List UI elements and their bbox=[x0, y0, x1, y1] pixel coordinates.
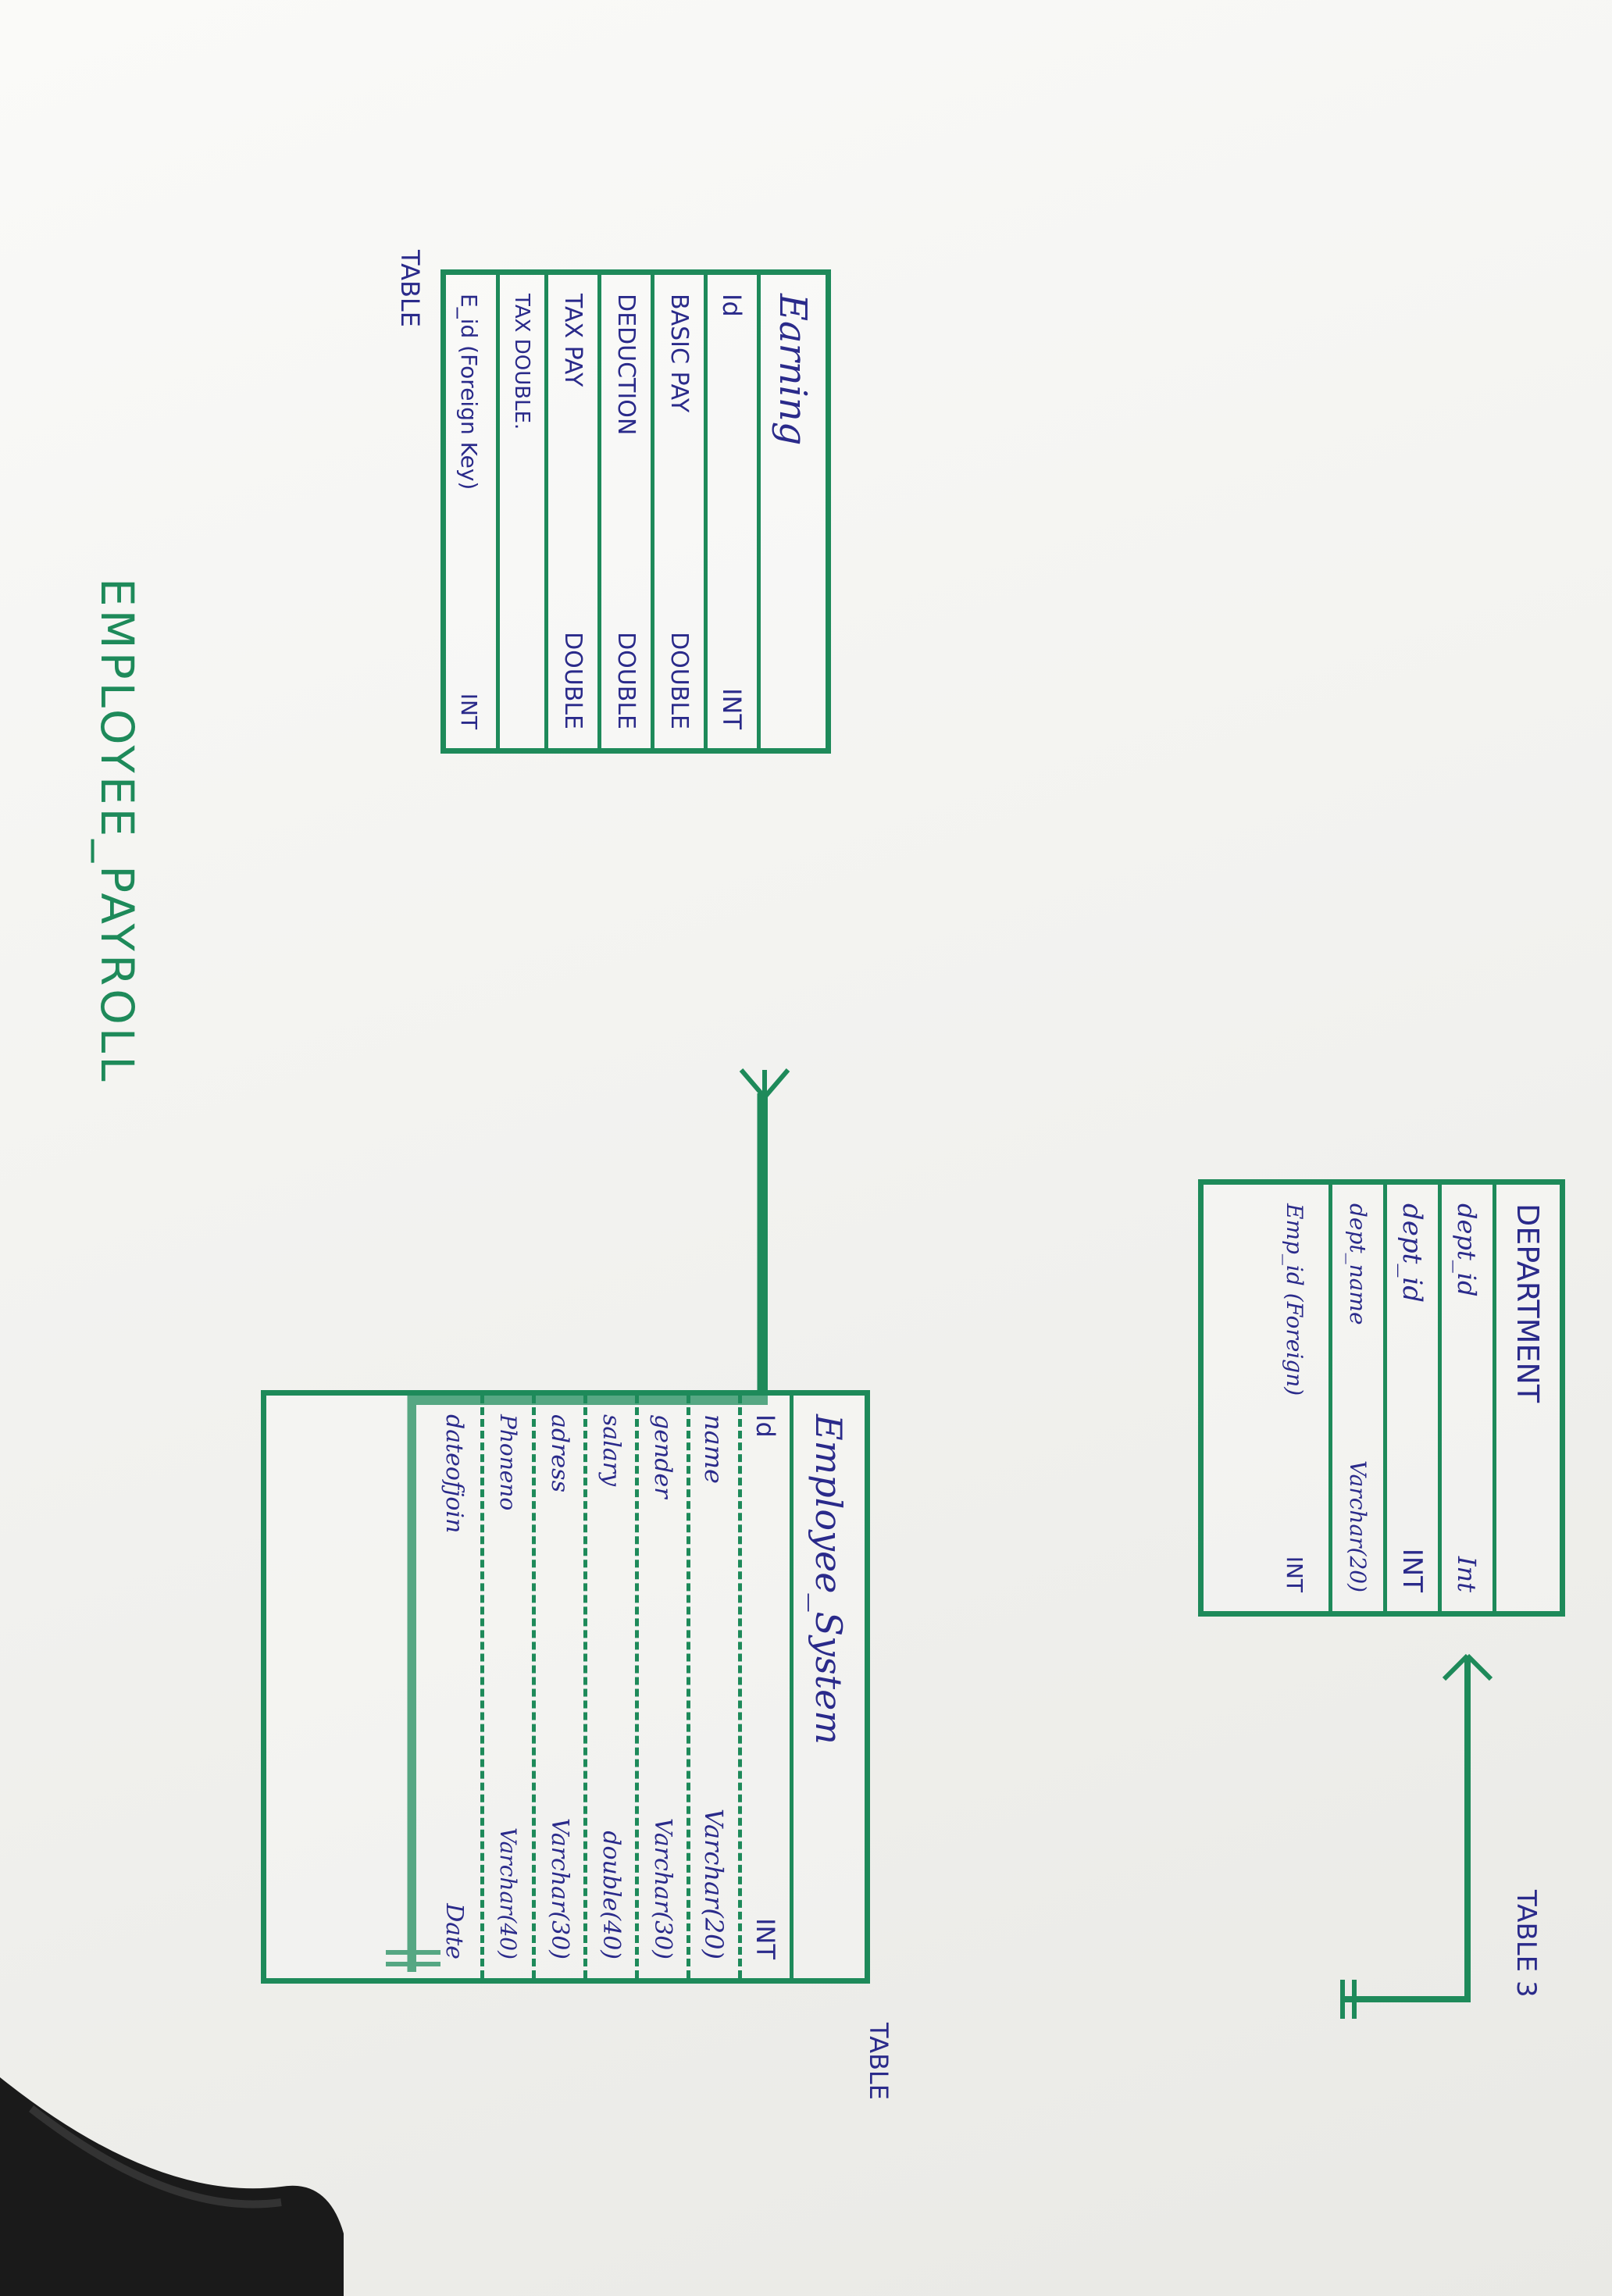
cable-shape bbox=[0, 2077, 344, 2296]
connectors bbox=[386, 1068, 1493, 2019]
